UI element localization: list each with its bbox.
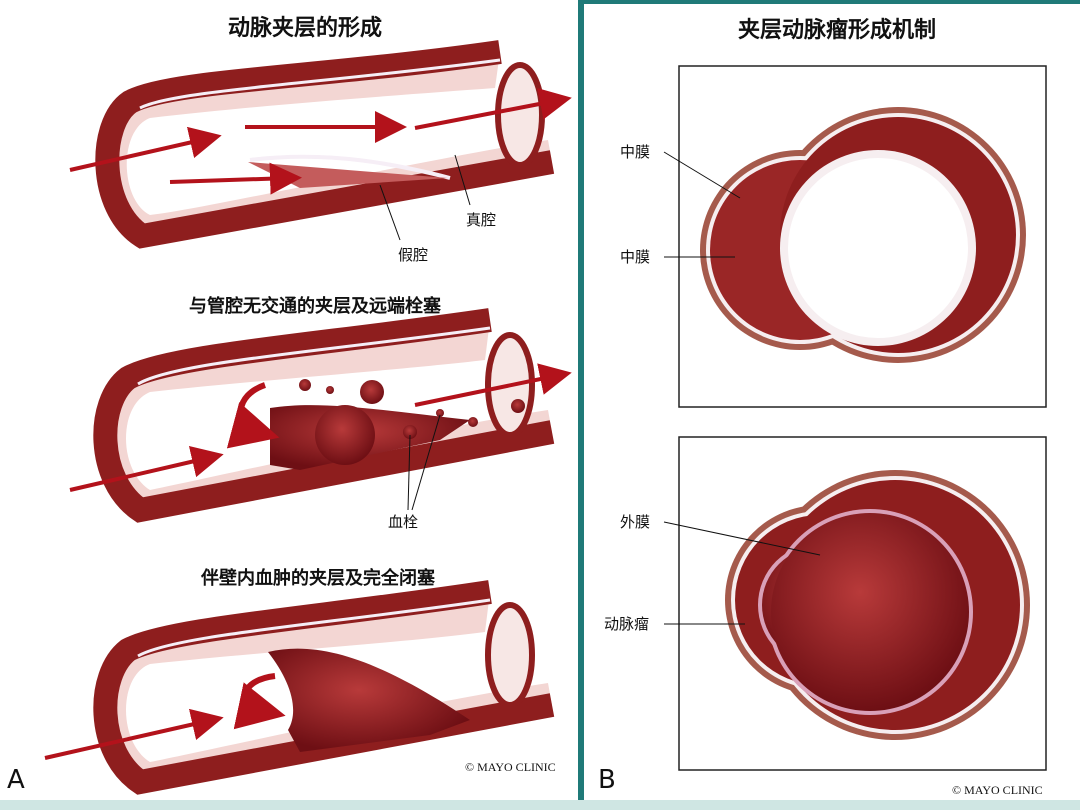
section-title-dissection-formation: 动脉夹层的形成 — [227, 16, 383, 41]
cross-section-aneurysm — [663, 436, 1047, 771]
copyright-a: © MAYO CLINIC — [465, 760, 556, 774]
panel-letter-a: A — [7, 765, 25, 795]
watermark: 豆包AI生成 — [935, 744, 1038, 768]
label-adventitia: 外膜 — [620, 513, 651, 531]
copyright-b: © MAYO CLINIC — [952, 783, 1043, 797]
section-title-occlusion: 伴壁内血肿的夹层及完全闭塞 — [201, 568, 435, 589]
section-title-embolism: 与管腔无交通的夹层及远端栓塞 — [189, 296, 441, 317]
panel-divider — [578, 0, 584, 810]
cross-section-dissection — [663, 65, 1047, 408]
label-true-lumen: 真腔 — [466, 211, 497, 229]
label-false-lumen: 假腔 — [398, 246, 429, 264]
label-aneurysm: 动脉瘤 — [604, 615, 650, 633]
label-media-2: 中膜 — [620, 248, 651, 266]
label-thrombus: 血栓 — [388, 513, 419, 531]
vessel-occlusion — [44, 580, 555, 795]
vessel-embolism — [69, 308, 572, 523]
panel-b-title: 夹层动脉瘤形成机制 — [737, 18, 937, 43]
bottom-strip — [0, 800, 1080, 810]
vessel-dissection-formation — [69, 40, 572, 249]
panel-letter-b: B — [598, 765, 616, 795]
label-media-1: 中膜 — [620, 143, 651, 161]
